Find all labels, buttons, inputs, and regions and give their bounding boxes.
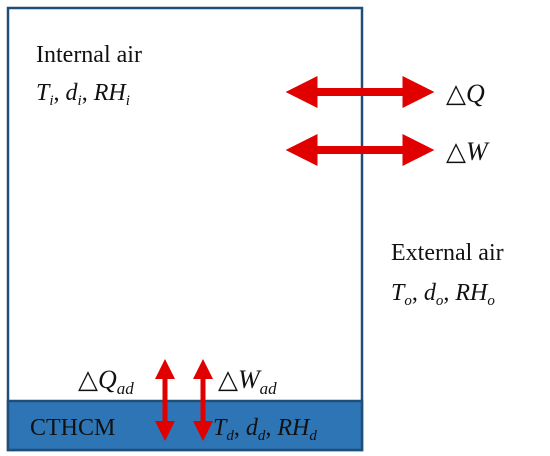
external-air-title: External air xyxy=(391,240,504,266)
cthcm-label: CTHCM xyxy=(30,415,115,441)
cthcm-variables: Td, dd, RHd xyxy=(213,415,317,444)
heat-exchange-label: △Q xyxy=(446,79,485,108)
adsorption-moisture-label: △Wad xyxy=(218,365,277,398)
external-air-variables: To, do, RHo xyxy=(391,280,495,309)
cthcm-layer xyxy=(6,399,364,452)
adsorption-heat-label: △Qad xyxy=(78,365,134,398)
internal-air-variables: Ti, di, RHi xyxy=(36,80,130,109)
internal-air-title: Internal air xyxy=(36,42,142,68)
moisture-exchange-label: △W xyxy=(446,137,490,166)
room-boundary xyxy=(6,6,364,452)
